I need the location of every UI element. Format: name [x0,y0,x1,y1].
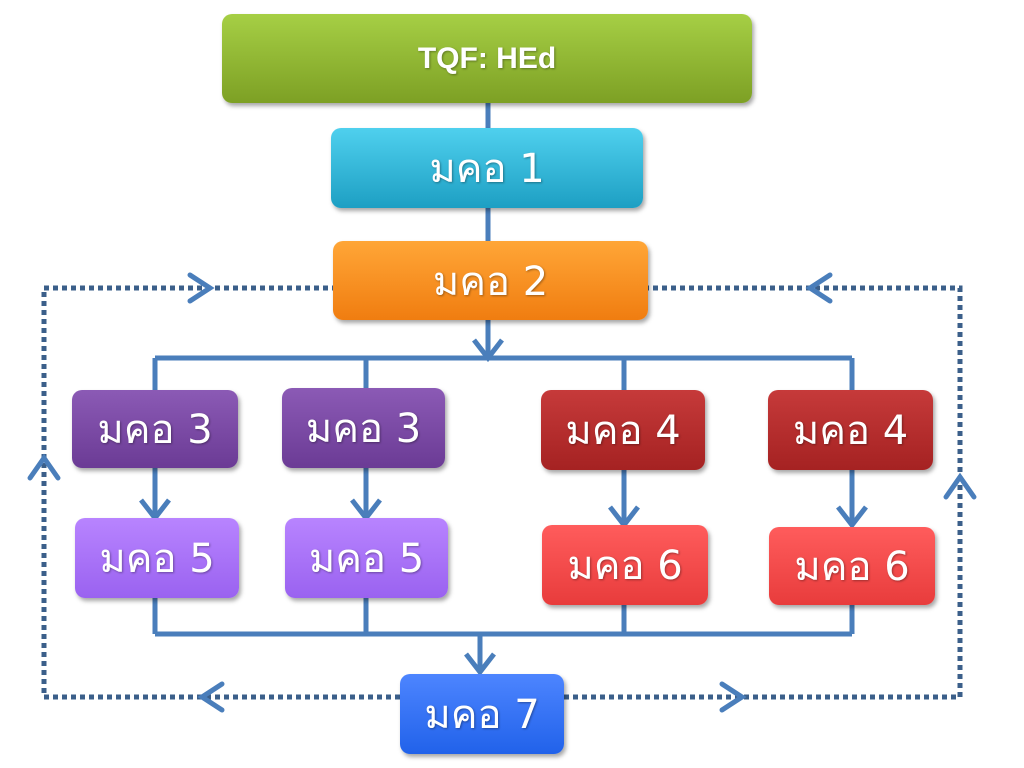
node-label: มคอ 2 [432,258,549,305]
feedback-arrowheads [27,272,977,713]
node-mko-7: มคอ 7 [400,674,564,754]
arrowhead-loop-bottom-right [719,681,747,713]
feedback-loop-left [41,285,400,700]
node-label: มคอ 4 [792,408,909,454]
arrowhead-loop-top-right [805,272,833,304]
node-label: มคอ 1 [429,146,545,192]
node-tqf-hed: TQF: HEd [222,14,752,103]
arrowhead-loop-right-up [943,472,977,500]
arrowhead-loop-top-left [187,272,215,304]
node-mko-5-a: มคอ 5 [75,518,239,598]
node-mko-3-b: มคอ 3 [282,388,445,468]
node-mko-4-b: มคอ 4 [768,390,933,470]
node-label: มคอ 3 [305,406,422,452]
node-mko-1: มคอ 1 [331,128,643,208]
feedback-loop [41,285,963,700]
arrowhead-mko4b [836,505,868,530]
node-mko-6-a: มคอ 6 [542,525,708,605]
node-label: มคอ 6 [567,543,683,589]
node-mko-5-b: มคอ 5 [285,518,448,598]
node-label: มคอ 7 [424,692,540,738]
node-label: มคอ 5 [99,536,215,582]
arrowhead-loop-bottom-left [197,681,225,713]
node-label: มคอ 5 [308,536,425,582]
node-label: มคอ 3 [97,407,213,453]
arrowhead-mko7 [464,652,496,677]
feedback-loop-right [564,285,963,700]
node-mko-2: มคอ 2 [333,241,648,320]
node-label: มคอ 4 [565,408,681,454]
node-mko-3-a: มคอ 3 [72,390,238,468]
node-mko-4-a: มคอ 4 [541,390,705,470]
node-label: TQF: HEd [417,41,557,75]
node-label: มคอ 6 [794,544,910,590]
node-mko-6-b: มคอ 6 [769,527,935,605]
arrowhead-loop-left-up [27,453,61,481]
